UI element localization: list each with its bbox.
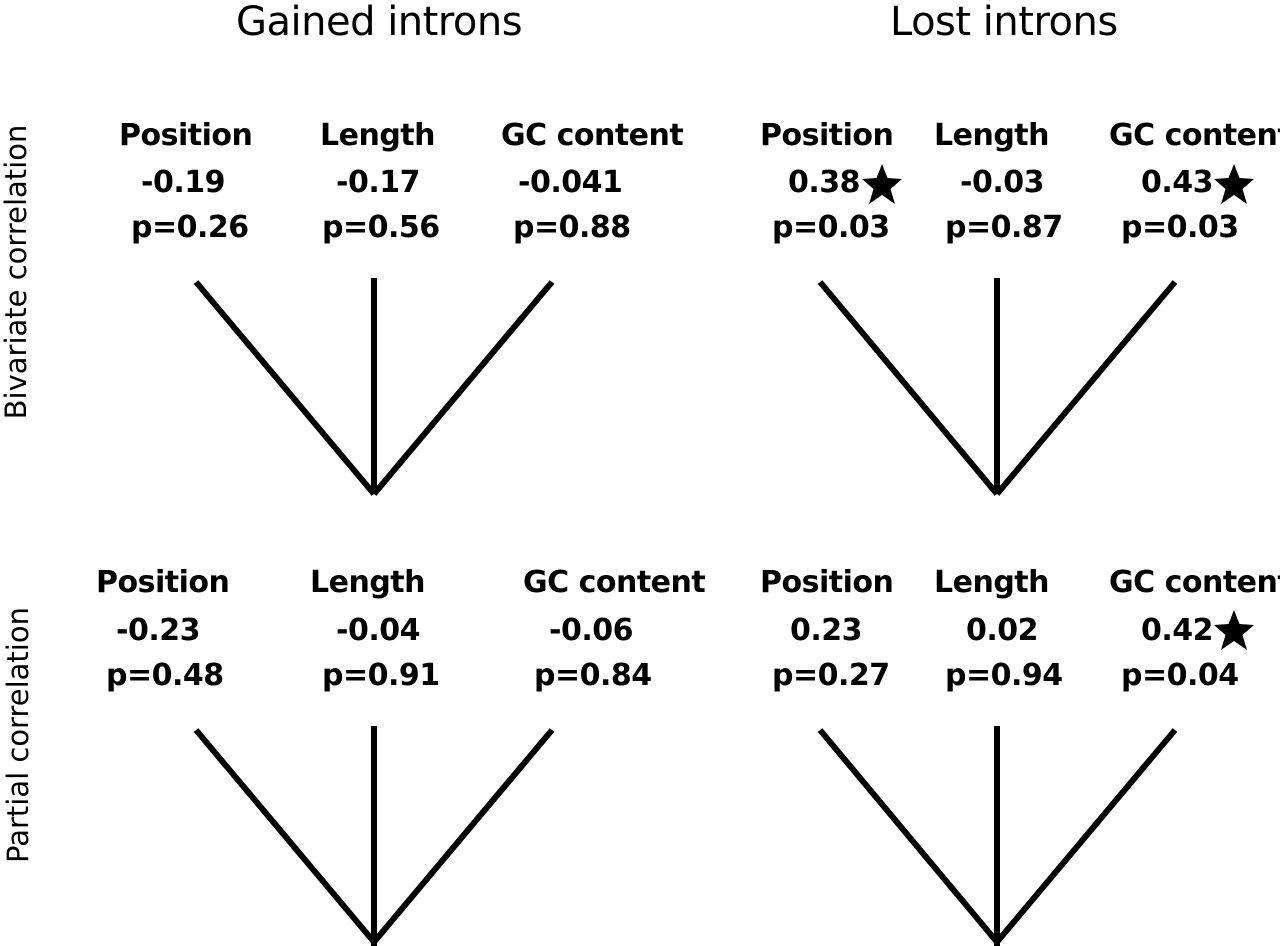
- lost-partial-gc-p: p=0.04: [1121, 658, 1239, 693]
- gained-partial-length-name: Length: [310, 565, 426, 600]
- lost-partial-connector: [817, 726, 1178, 946]
- gained-partial-position-name: Position: [96, 565, 230, 600]
- lost-partial-position-p: p=0.27: [772, 658, 890, 693]
- gained-partial-connector: [193, 726, 555, 946]
- gained-bivariate-length-name: Length: [320, 118, 436, 153]
- gained-partial-position-r: -0.23: [116, 613, 200, 648]
- star-icon: [862, 164, 902, 204]
- gained-bivariate-gc-name: GC content: [501, 118, 684, 153]
- gained-bivariate-length-r: -0.17: [336, 165, 420, 200]
- gained-bivariate-position-name: Position: [119, 118, 253, 153]
- gained-partial-gc-p: p=0.84: [534, 658, 652, 693]
- star-icon: [1214, 610, 1254, 650]
- lost-bivariate-position-r: 0.38: [788, 165, 861, 200]
- lost-partial-gc-r: 0.42: [1141, 613, 1214, 648]
- gained-bivariate-gc-p: p=0.88: [513, 210, 631, 245]
- lost-bivariate-length-r: -0.03: [960, 165, 1044, 200]
- gained-partial-length-r: -0.04: [336, 613, 420, 648]
- gained-bivariate-gc-r: -0.041: [518, 165, 623, 200]
- lost-introns-title: Lost introns: [890, 0, 1118, 45]
- lost-partial-gc-name: GC content: [1109, 565, 1280, 600]
- gained-partial-gc-name: GC content: [523, 565, 706, 600]
- lost-partial-length-p: p=0.94: [945, 658, 1063, 693]
- lost-bivariate-gc-p: p=0.03: [1121, 210, 1239, 245]
- lost-bivariate-connector: [817, 278, 1178, 496]
- lost-partial-length-r: 0.02: [966, 613, 1039, 648]
- lost-bivariate-length-name: Length: [934, 118, 1050, 153]
- lost-partial-position-r: 0.23: [790, 613, 863, 648]
- lost-bivariate-position-p: p=0.03: [772, 210, 890, 245]
- gained-partial-length-p: p=0.91: [322, 658, 440, 693]
- gained-partial-gc-r: -0.06: [549, 613, 633, 648]
- lost-partial-position-name: Position: [760, 565, 894, 600]
- gained-bivariate-position-p: p=0.26: [131, 210, 249, 245]
- lost-partial-length-name: Length: [934, 565, 1050, 600]
- gained-partial-position-p: p=0.48: [106, 658, 224, 693]
- star-icon: [1214, 164, 1254, 204]
- gained-bivariate-position-r: -0.19: [141, 165, 225, 200]
- gained-bivariate-connector: [193, 278, 555, 496]
- lost-bivariate-position-name: Position: [760, 118, 894, 153]
- lost-bivariate-gc-r: 0.43: [1141, 165, 1214, 200]
- lost-bivariate-gc-name: GC content: [1109, 118, 1280, 153]
- lost-bivariate-length-p: p=0.87: [945, 210, 1063, 245]
- gained-bivariate-length-p: p=0.56: [322, 210, 440, 245]
- gained-introns-title: Gained introns: [236, 0, 523, 45]
